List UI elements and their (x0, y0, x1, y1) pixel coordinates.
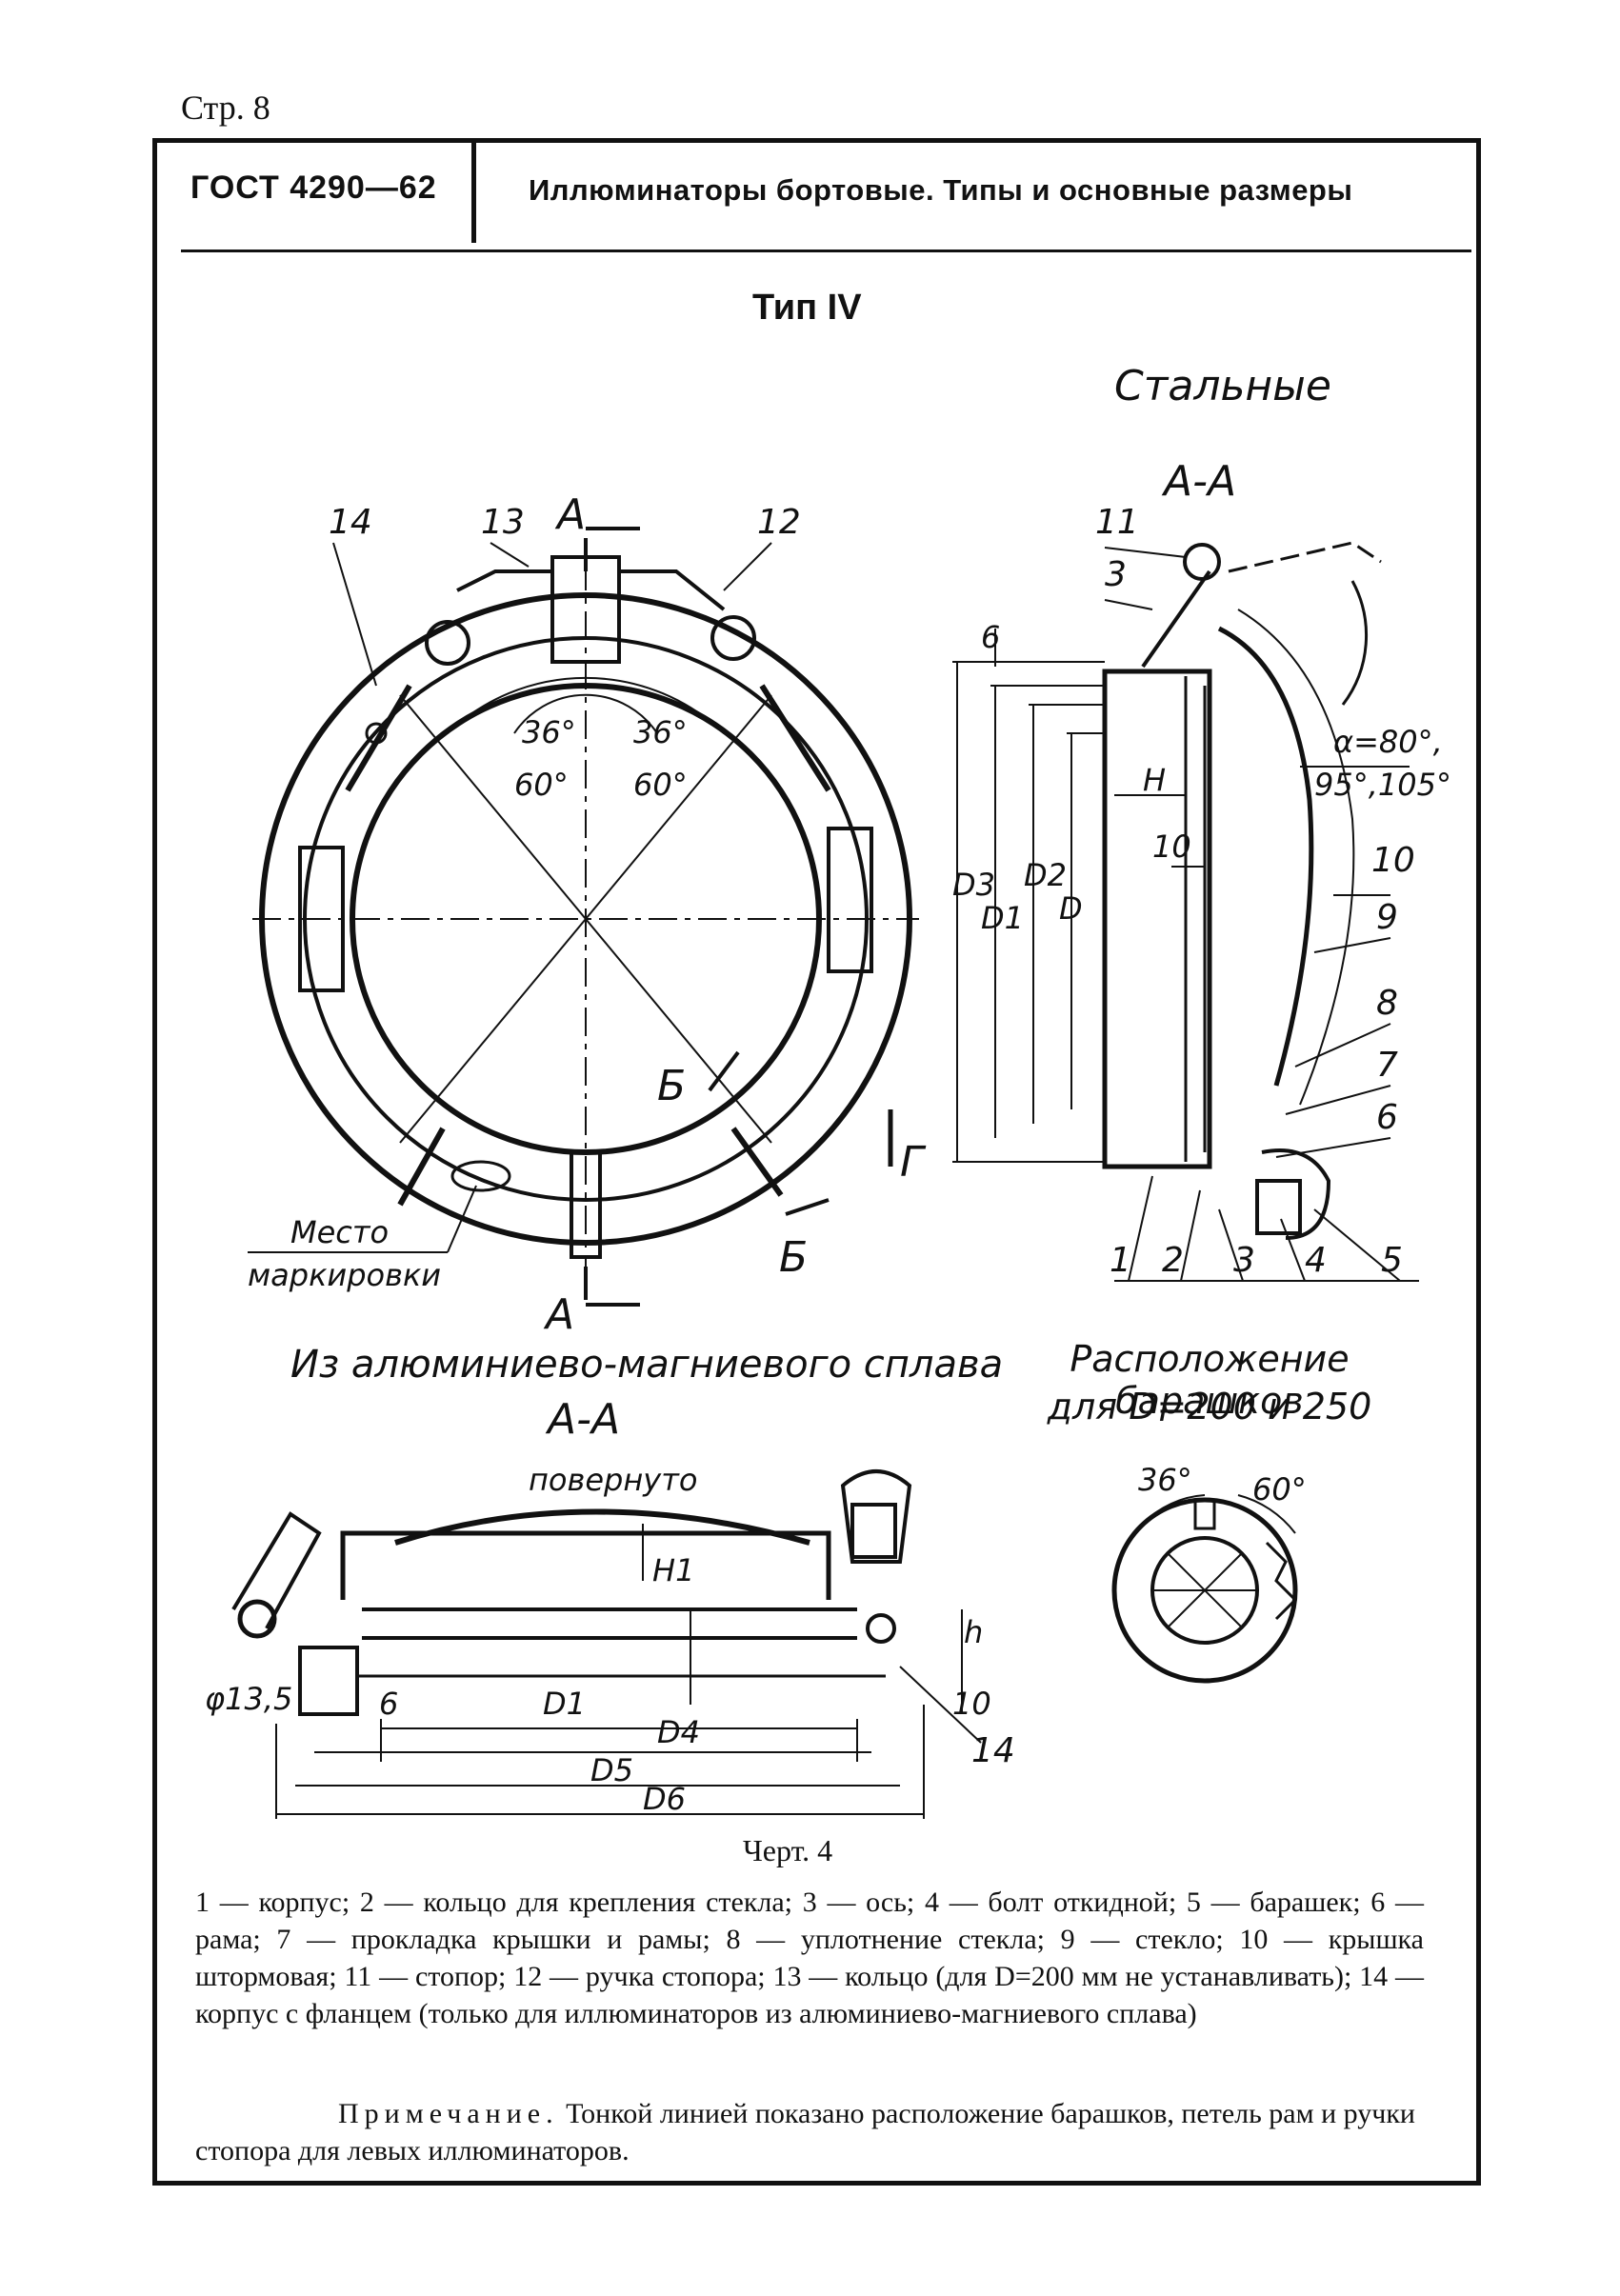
pos-4: 4 (1305, 1241, 1327, 1280)
dim-d1: D1 (981, 900, 1024, 936)
dim-d3: D3 (952, 867, 995, 903)
alu-label: Из алюминиево-магниевого сплава (290, 1343, 1004, 1387)
pos-1: 1 (1110, 1241, 1131, 1280)
section-aa-alu: А-А (545, 1395, 620, 1444)
angle-60-right: 60° (633, 767, 688, 803)
angle-60-small: 60° (1252, 1471, 1307, 1507)
page-number: Стр. 8 (181, 89, 270, 127)
dim-10b: 10 (952, 1686, 991, 1722)
pos-14-alu: 14 (971, 1731, 1015, 1770)
pos-7: 7 (1376, 1046, 1398, 1085)
dim-phi: φ13,5 (205, 1681, 292, 1717)
figure-caption: Черт. 4 (743, 1833, 833, 1867)
layout-title: Расположение барашков (1070, 1338, 1350, 1422)
pos-8: 8 (1376, 984, 1398, 1023)
dim-10: 10 (1152, 829, 1191, 865)
pos-9: 9 (1376, 898, 1398, 937)
alu-section-view (231, 1469, 982, 1819)
angle-36-right: 36° (633, 714, 688, 750)
alpha-angle: α=80°, (1333, 724, 1443, 760)
dim-h: H (1143, 762, 1166, 798)
steel-label: Стальные (1114, 362, 1331, 410)
pos-14: 14 (329, 503, 372, 542)
dim-d: D (1059, 890, 1083, 927)
header-separator (471, 143, 476, 243)
layout-subtitle: для D=200 и 250 (1047, 1386, 1372, 1428)
note: Примечание. Тонкой линией показано распо… (195, 2095, 1424, 2169)
header-title: Иллюминаторы бортовые. Типы и основные р… (529, 173, 1353, 207)
standard-number: ГОСТ 4290—62 (190, 170, 437, 206)
steel-section-view (952, 541, 1419, 1282)
page-frame (152, 138, 1481, 2186)
note-body: Тонкой линией показано расположение бара… (195, 2098, 1415, 2166)
dim-d1b: D1 (543, 1686, 586, 1722)
dim-d5: D5 (590, 1752, 633, 1788)
dim-6b: 6 (379, 1686, 398, 1722)
angle-36-left: 36° (522, 714, 576, 750)
section-b-2: Б (779, 1233, 808, 1282)
rotated-label: повернуто (529, 1462, 697, 1498)
pos-11: 11 (1095, 503, 1139, 542)
pos-10: 10 (1371, 841, 1415, 880)
pos-13: 13 (481, 503, 525, 542)
marking-label-1: Место (290, 1214, 389, 1250)
pos-6: 6 (1376, 1098, 1398, 1137)
dim-d4: D4 (657, 1714, 700, 1750)
alpha-angle-2: 95°,105° (1314, 767, 1451, 803)
section-a-bottom: А (543, 1290, 574, 1339)
pos-12: 12 (757, 503, 801, 542)
pos-3-top: 3 (1105, 555, 1127, 594)
front-view (248, 527, 919, 1307)
section-b-1: Б (657, 1062, 686, 1110)
wingnut-layout-view (1111, 1494, 1298, 1684)
angle-36-small: 36° (1138, 1462, 1192, 1498)
section-a-top: А (554, 490, 586, 539)
section-aa-steel: А-А (1161, 457, 1236, 506)
view-g: Г (900, 1138, 927, 1187)
pos-2: 2 (1162, 1241, 1184, 1280)
note-heading: Примечание. (338, 2098, 559, 2129)
dim-6: 6 (981, 619, 1000, 655)
marking-label-2: маркировки (248, 1257, 441, 1293)
dim-h-small: h (964, 1614, 983, 1650)
pos-5: 5 (1381, 1241, 1403, 1280)
legend-text: 1 — корпус; 2 — кольцо для крепления сте… (195, 1887, 1424, 2029)
pos-3-bottom: 3 (1233, 1241, 1255, 1280)
angle-60-left: 60° (514, 767, 569, 803)
header-rule (181, 250, 1471, 252)
dim-d6: D6 (643, 1781, 686, 1817)
dim-d2: D2 (1024, 857, 1067, 893)
type-title: Тип IV (752, 288, 862, 328)
dim-h1: H1 (652, 1552, 694, 1588)
